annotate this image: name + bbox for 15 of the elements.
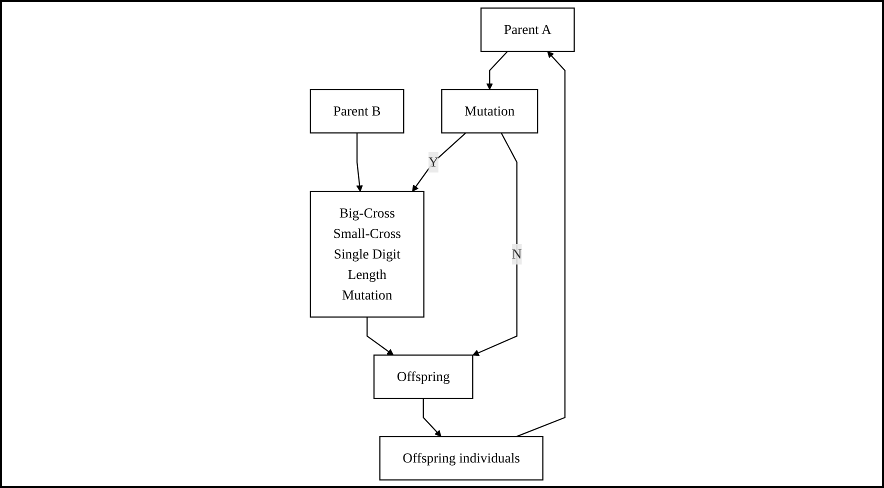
node-box: Parent A [480,8,574,52]
node-box: Big-Cross Small-Cross Single Digit Length Mutation [310,190,424,318]
arrow [516,51,566,438]
arrow [486,51,508,90]
node-box: Parent B [310,88,404,134]
arrow [472,132,518,356]
arrow [422,398,442,437]
node-box: Offspring individuals [378,436,544,480]
edge-label: Y [428,154,438,170]
arrow [412,132,466,192]
arrow [356,132,363,192]
node-box: Offspring [373,354,473,400]
node-box: Mutation [440,88,538,134]
arrow [366,317,394,356]
edge-label: N [512,246,522,262]
